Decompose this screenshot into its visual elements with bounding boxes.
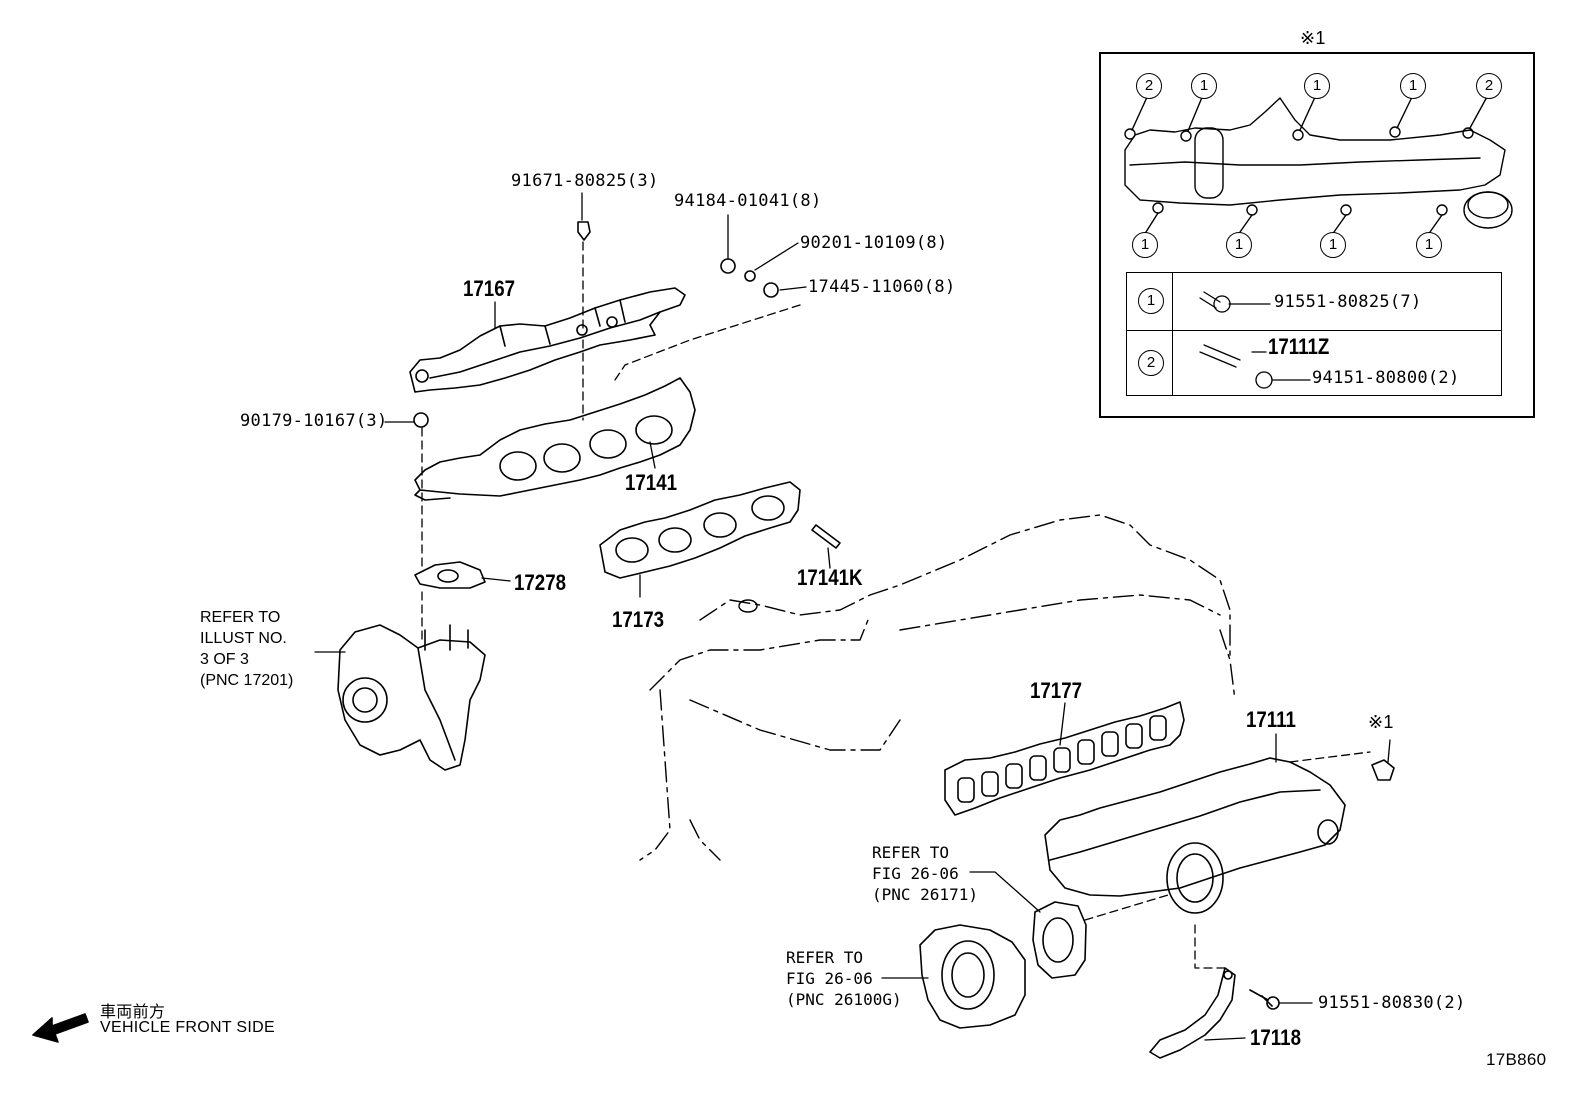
vehicle-front-japanese: 車両前方 [100,1004,166,1021]
part-label: 17167 [463,276,516,301]
engine-block-outline [639,514,1236,861]
inset-callout-circle: 1 [1226,232,1252,258]
legend-fastener-icons [1199,291,1311,389]
legend-sub-part-number: 94151-80800(2) [1312,368,1460,388]
reference-note: REFER TO FIG 26-06 (PNC 26100G) [786,948,902,1009]
exhaust-manifold-17141 [414,377,696,501]
inset-callout-circle: 1 [1304,73,1330,99]
throttle-body [919,924,1026,1029]
stud-17141k [811,524,841,549]
part-label: 17118 [1250,1025,1301,1050]
intake-manifold-17111 [1044,757,1346,914]
legend-key-circle: 2 [1138,350,1164,376]
dashed-connectors [421,241,1371,969]
part-label: ※1 [1368,712,1394,732]
legend-part-number: 91551-80825(7) [1274,292,1422,312]
legend-part-number: 17111Z [1268,334,1330,359]
part-label: 17141K [797,565,863,590]
inset-callout-circle: 1 [1191,73,1217,99]
part-label: 17111 [1246,707,1296,732]
part-label: 17278 [514,570,567,595]
leader-lines [314,192,1391,1041]
part-label: 90179-10167(3) [240,411,388,431]
fasteners [413,221,1395,1010]
part-label: 90201-10109(8) [800,233,948,253]
legend-row-divider [1126,330,1502,331]
inset-mark: ※1 [1300,28,1326,48]
inset-manifold-drawing [1124,94,1513,233]
part-label: 17141 [625,470,678,495]
intake-gasket-17177 [944,701,1185,816]
reference-note: REFER TO ILLUST NO. 3 OF 3 (PNC 17201) [200,609,294,689]
vehicle-front-arrow-icon [32,1013,89,1043]
inset-box [1099,52,1535,418]
inset-callout-circle: 1 [1320,232,1346,258]
part-label: 17173 [612,607,665,632]
part-label: 17177 [1030,678,1083,703]
throttle-gasket [1032,901,1087,979]
gasket-17278 [414,561,486,589]
part-label: 17445-11060(8) [808,277,956,297]
inset-callout-circle: 1 [1416,232,1442,258]
inset-legend-table [1126,272,1502,396]
oil-cap-outline [738,599,758,613]
legend-col-divider [1172,272,1173,396]
vehicle-front-english: VEHICLE FRONT SIDE [100,1019,275,1036]
exhaust-gasket-17173 [599,481,801,579]
bracket-17118 [1149,967,1236,1059]
turbocharger-assembly [337,624,486,771]
legend-key-circle: 1 [1138,288,1164,314]
part-label: 91671-80825(3) [511,171,659,191]
reference-note: REFER TO FIG 26-06 (PNC 26171) [872,843,978,904]
heat-insulator-17167 [409,287,686,393]
diagram-code: 17B860 [1486,1050,1547,1069]
inset-callout-circle: 2 [1476,73,1502,99]
inset-callout-circle: 1 [1132,232,1158,258]
part-label: 94184-01041(8) [674,191,822,211]
part-label: 91551-80830(2) [1318,993,1466,1013]
inset-callout-circle: 2 [1136,73,1162,99]
inset-callout-circle: 1 [1400,73,1426,99]
